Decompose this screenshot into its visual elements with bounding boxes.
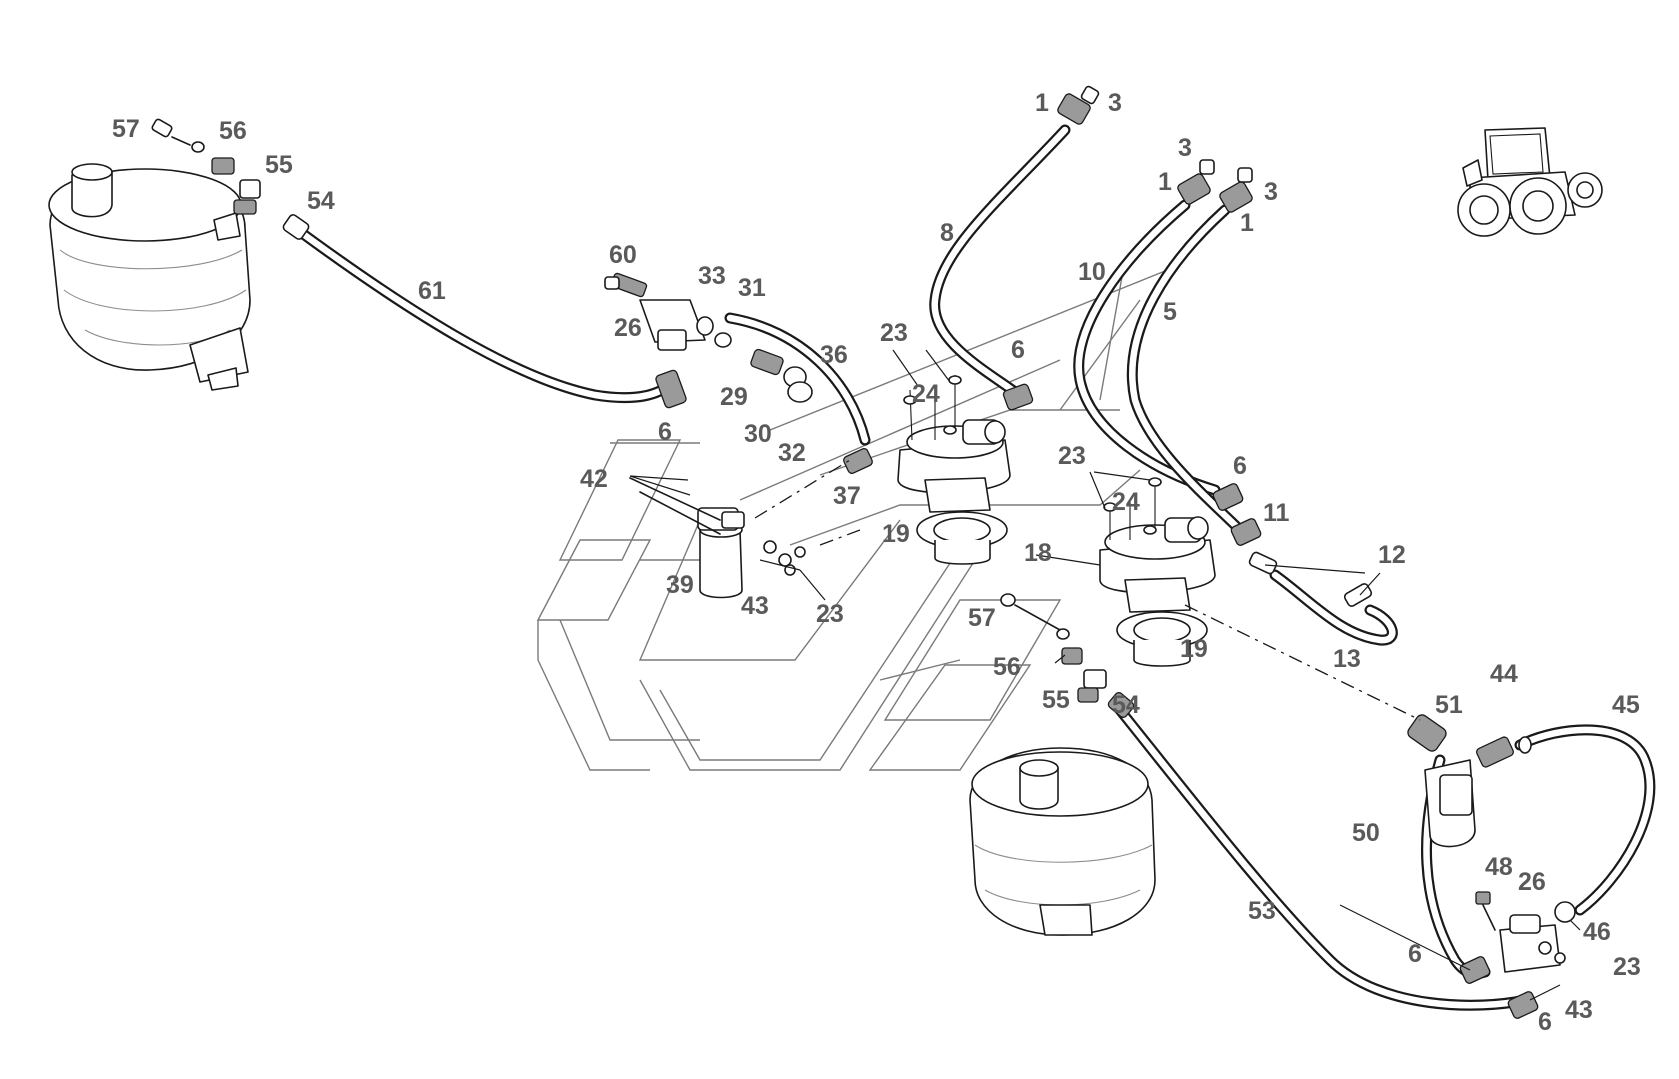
callout-56: 56 — [219, 117, 247, 145]
callout-50: 50 — [1352, 819, 1380, 847]
callout-44: 44 — [1490, 660, 1518, 688]
callout-26: 26 — [614, 314, 642, 342]
callout-labels: 57 56 55 54 61 60 26 33 31 36 29 30 32 6… — [112, 89, 1641, 1036]
callout-10: 10 — [1078, 258, 1106, 286]
callout-30: 30 — [744, 420, 772, 448]
fittings — [151, 85, 1576, 1019]
brake-chamber-bottom — [969, 747, 1156, 936]
callout-46: 46 — [1583, 918, 1611, 946]
callout-32: 32 — [778, 439, 806, 467]
center-lines — [754, 459, 1421, 721]
callout-43: 43 — [741, 592, 769, 620]
callout-12: 12 — [1378, 541, 1406, 569]
callout-55: 55 — [1042, 686, 1070, 714]
callout-48: 48 — [1485, 853, 1513, 881]
callout-42: 42 — [580, 465, 608, 493]
callout-43: 43 — [1565, 996, 1593, 1024]
callout-19: 19 — [882, 520, 910, 548]
callout-39: 39 — [666, 571, 694, 599]
callout-24: 24 — [912, 380, 940, 408]
callout-3: 3 — [1178, 134, 1192, 162]
callout-51: 51 — [1435, 691, 1463, 719]
callout-3: 3 — [1108, 89, 1122, 117]
callout-57: 57 — [112, 115, 140, 143]
callout-33: 33 — [698, 262, 726, 290]
callout-61: 61 — [418, 277, 446, 305]
callout-1: 1 — [1158, 168, 1172, 196]
callout-37: 37 — [833, 482, 861, 510]
tractor-icon — [1457, 127, 1603, 237]
callout-54: 54 — [1112, 691, 1140, 719]
callout-13: 13 — [1333, 645, 1361, 673]
brake-chamber-left — [48, 163, 251, 391]
callout-5: 5 — [1163, 298, 1177, 326]
callout-26: 26 — [1518, 868, 1546, 896]
callout-6: 6 — [1233, 452, 1247, 480]
hoses — [289, 124, 1656, 1011]
callout-56: 56 — [993, 653, 1021, 681]
callout-23: 23 — [880, 319, 908, 347]
callout-23: 23 — [1613, 953, 1641, 981]
callout-6: 6 — [1011, 336, 1025, 364]
callout-23: 23 — [816, 600, 844, 628]
callout-6: 6 — [658, 418, 672, 446]
callout-53: 53 — [1248, 897, 1276, 925]
callout-1: 1 — [1240, 209, 1254, 237]
callout-8: 8 — [940, 219, 954, 247]
callout-6: 6 — [1538, 1008, 1552, 1036]
callout-60: 60 — [609, 241, 637, 269]
callout-11: 11 — [1263, 499, 1290, 527]
callout-6: 6 — [1408, 940, 1422, 968]
callout-19: 19 — [1180, 635, 1208, 663]
callout-31: 31 — [738, 274, 766, 302]
callout-29: 29 — [720, 383, 748, 411]
callout-24: 24 — [1112, 488, 1140, 516]
callout-3: 3 — [1264, 178, 1278, 206]
callout-54: 54 — [307, 187, 335, 215]
callout-45: 45 — [1612, 691, 1640, 719]
callout-18: 18 — [1024, 539, 1052, 567]
callout-55: 55 — [265, 151, 293, 179]
callout-23: 23 — [1058, 442, 1086, 470]
callout-1: 1 — [1035, 89, 1049, 117]
callout-57: 57 — [968, 604, 996, 632]
leader-lines — [629, 349, 1581, 1001]
callout-36: 36 — [820, 341, 848, 369]
